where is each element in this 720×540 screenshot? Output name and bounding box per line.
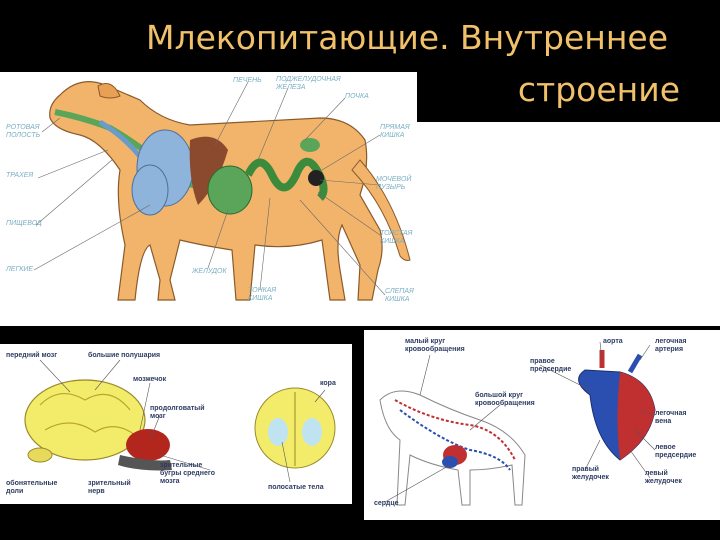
label-liver: печень [233, 77, 262, 85]
label-cerebellum: мозжечок [133, 376, 166, 384]
label-large-intestine: толстая кишка [380, 230, 418, 246]
label-hemispheres: большие полушария [88, 352, 160, 360]
brain-cross-section [255, 388, 335, 468]
label-kidney: почка [345, 93, 369, 101]
label-oral-cavity: ротовая полость [6, 124, 50, 140]
label-optic-nerve: зрительный нерв [88, 480, 143, 496]
label-pancreas: поджелудочная железа [276, 76, 338, 92]
label-pulmonary-artery: легочная артерия [655, 338, 705, 354]
label-small-intestine: тонкая кишка [248, 287, 288, 303]
label-right-ventricle: правый желудочек [572, 466, 622, 482]
label-esophagus: пищевод [6, 220, 42, 228]
label-right-atrium: правое предсердие [530, 358, 580, 374]
label-bladder: мочевой пузырь [376, 176, 416, 192]
label-left-ventricle: левый желудочек [645, 470, 695, 486]
dog-illustration [50, 82, 410, 300]
label-big-circle: большой круг кровообращения [475, 392, 545, 408]
label-heart: сердце [374, 500, 399, 508]
label-aorta: аорта [603, 338, 623, 346]
label-forebrain: передний мозг [6, 352, 57, 360]
label-cortex: кора [320, 380, 336, 388]
label-rectum: прямая кишка [380, 124, 418, 140]
label-optic-lobes: зрительные бугры среднего мозга [160, 462, 215, 486]
label-olfactory: обонятельные доли [6, 480, 76, 496]
label-lungs: легкие [6, 266, 33, 274]
label-left-atrium: левое предсердие [655, 444, 705, 460]
label-small-circle: малый круг кровообращения [405, 338, 475, 354]
label-pulmonary-vein: легочная вена [655, 410, 700, 426]
label-stomach: желудок [192, 268, 227, 276]
label-cecum: слепая кишка [385, 288, 423, 304]
label-trachea: трахея [6, 172, 33, 180]
brain-illustration [25, 380, 172, 470]
label-striatum: полосатые тела [268, 484, 324, 492]
label-medulla: продолговатый мозг [150, 405, 206, 421]
